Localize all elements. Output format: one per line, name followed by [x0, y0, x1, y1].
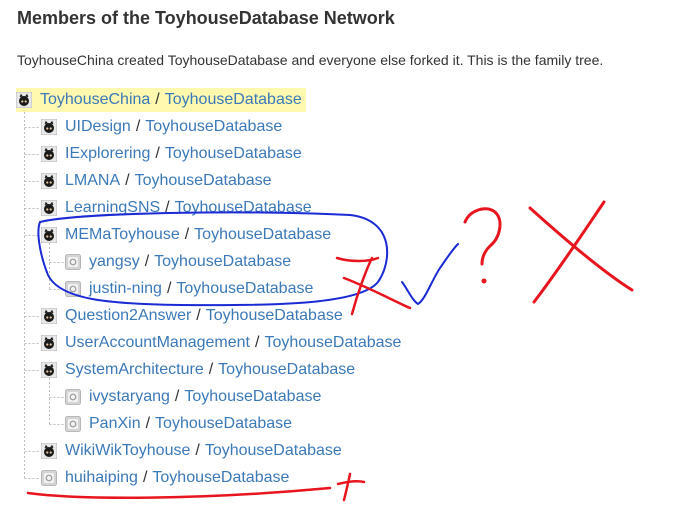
repo-link[interactable]: ToyhouseDatabase: [184, 388, 322, 405]
default-avatar-icon[interactable]: [41, 470, 57, 486]
path-separator: /: [184, 226, 190, 243]
path-separator: /: [155, 91, 160, 108]
owner-link[interactable]: ToyhouseChina: [40, 91, 151, 108]
fork-node: PanXin/ToyhouseDatabase: [65, 412, 292, 436]
default-avatar-icon[interactable]: [65, 389, 81, 405]
octocat-avatar-icon[interactable]: [41, 443, 57, 459]
octocat-avatar-icon[interactable]: [41, 362, 57, 378]
default-avatar-icon[interactable]: [65, 254, 81, 270]
repo-link[interactable]: ToyhouseDatabase: [164, 145, 302, 162]
path-separator: /: [166, 280, 172, 297]
path-separator: /: [135, 118, 141, 135]
owner-link[interactable]: PanXin: [89, 415, 141, 432]
octocat-avatar-icon[interactable]: [41, 335, 57, 351]
octocat-avatar-icon[interactable]: [41, 200, 57, 216]
fork-node: IExplorering/ToyhouseDatabase: [41, 142, 302, 166]
repo-link[interactable]: ToyhouseDatabase: [176, 280, 314, 297]
fork-node: huihaiping/ToyhouseDatabase: [41, 466, 289, 490]
owner-link[interactable]: ivystaryang: [89, 388, 170, 405]
octocat-avatar-icon[interactable]: [41, 308, 57, 324]
owner-link[interactable]: huihaiping: [65, 469, 138, 486]
path-separator: /: [208, 361, 214, 378]
owner-link[interactable]: WikiWikToyhouse: [65, 442, 191, 459]
fork-node: UserAccountManagement/ToyhouseDatabase: [41, 331, 401, 355]
owner-link[interactable]: yangsy: [89, 253, 140, 270]
repo-link[interactable]: ToyhouseDatabase: [152, 469, 290, 486]
path-separator: /: [142, 469, 148, 486]
path-separator: /: [145, 415, 151, 432]
repo-link[interactable]: ToyhouseDatabase: [194, 226, 332, 243]
repo-link[interactable]: ToyhouseDatabase: [145, 118, 283, 135]
fork-node: yangsy/ToyhouseDatabase: [65, 250, 291, 274]
fork-node: LearningSNS/ToyhouseDatabase: [41, 196, 312, 220]
path-separator: /: [195, 442, 200, 459]
fork-node: justin-ning/ToyhouseDatabase: [65, 277, 313, 301]
repo-link[interactable]: ToyhouseDatabase: [155, 415, 293, 432]
repo-link[interactable]: ToyhouseDatabase: [205, 307, 343, 324]
fork-node: SystemArchitecture/ToyhouseDatabase: [41, 358, 355, 382]
owner-link[interactable]: SystemArchitecture: [65, 361, 204, 378]
network-description: ToyhouseChina created ToyhouseDatabase a…: [17, 52, 604, 68]
fork-node: Question2Answer/ToyhouseDatabase: [41, 304, 343, 328]
path-separator: /: [125, 172, 130, 189]
repo-link[interactable]: ToyhouseDatabase: [154, 253, 292, 270]
path-separator: /: [144, 253, 150, 270]
root-repo-node: ToyhouseChina/ToyhouseDatabase: [16, 88, 306, 112]
octocat-avatar-icon[interactable]: [41, 227, 57, 243]
octocat-avatar-icon[interactable]: [41, 146, 57, 162]
fork-node: WikiWikToyhouse/ToyhouseDatabase: [41, 439, 342, 463]
repo-link[interactable]: ToyhouseDatabase: [164, 91, 302, 108]
fork-node: MEMaToyhouse/ToyhouseDatabase: [41, 223, 331, 247]
owner-link[interactable]: Question2Answer: [65, 307, 192, 324]
owner-link[interactable]: justin-ning: [89, 280, 162, 297]
fork-node: LMANA/ToyhouseDatabase: [41, 169, 272, 193]
owner-link[interactable]: LearningSNS: [65, 199, 161, 216]
octocat-avatar-icon[interactable]: [41, 119, 57, 135]
octocat-avatar-icon[interactable]: [16, 92, 32, 108]
path-separator: /: [174, 388, 180, 405]
owner-link[interactable]: UIDesign: [65, 118, 131, 135]
repo-link[interactable]: ToyhouseDatabase: [218, 361, 356, 378]
owner-link[interactable]: MEMaToyhouse: [65, 226, 180, 243]
fork-node: UIDesign/ToyhouseDatabase: [41, 115, 282, 139]
owner-link[interactable]: UserAccountManagement: [65, 334, 250, 351]
default-avatar-icon[interactable]: [65, 416, 81, 432]
default-avatar-icon[interactable]: [65, 281, 81, 297]
path-separator: /: [155, 145, 160, 162]
path-separator: /: [196, 307, 201, 324]
fork-node: ivystaryang/ToyhouseDatabase: [65, 385, 321, 409]
repo-link[interactable]: ToyhouseDatabase: [174, 199, 312, 216]
path-separator: /: [165, 199, 170, 216]
owner-link[interactable]: LMANA: [65, 172, 121, 189]
octocat-avatar-icon[interactable]: [41, 173, 57, 189]
repo-link[interactable]: ToyhouseDatabase: [264, 334, 402, 351]
repo-link[interactable]: ToyhouseDatabase: [204, 442, 342, 459]
repo-link[interactable]: ToyhouseDatabase: [134, 172, 272, 189]
page-title: Members of the ToyhouseDatabase Network: [17, 8, 395, 28]
owner-link[interactable]: IExplorering: [65, 145, 151, 162]
path-separator: /: [254, 334, 260, 351]
